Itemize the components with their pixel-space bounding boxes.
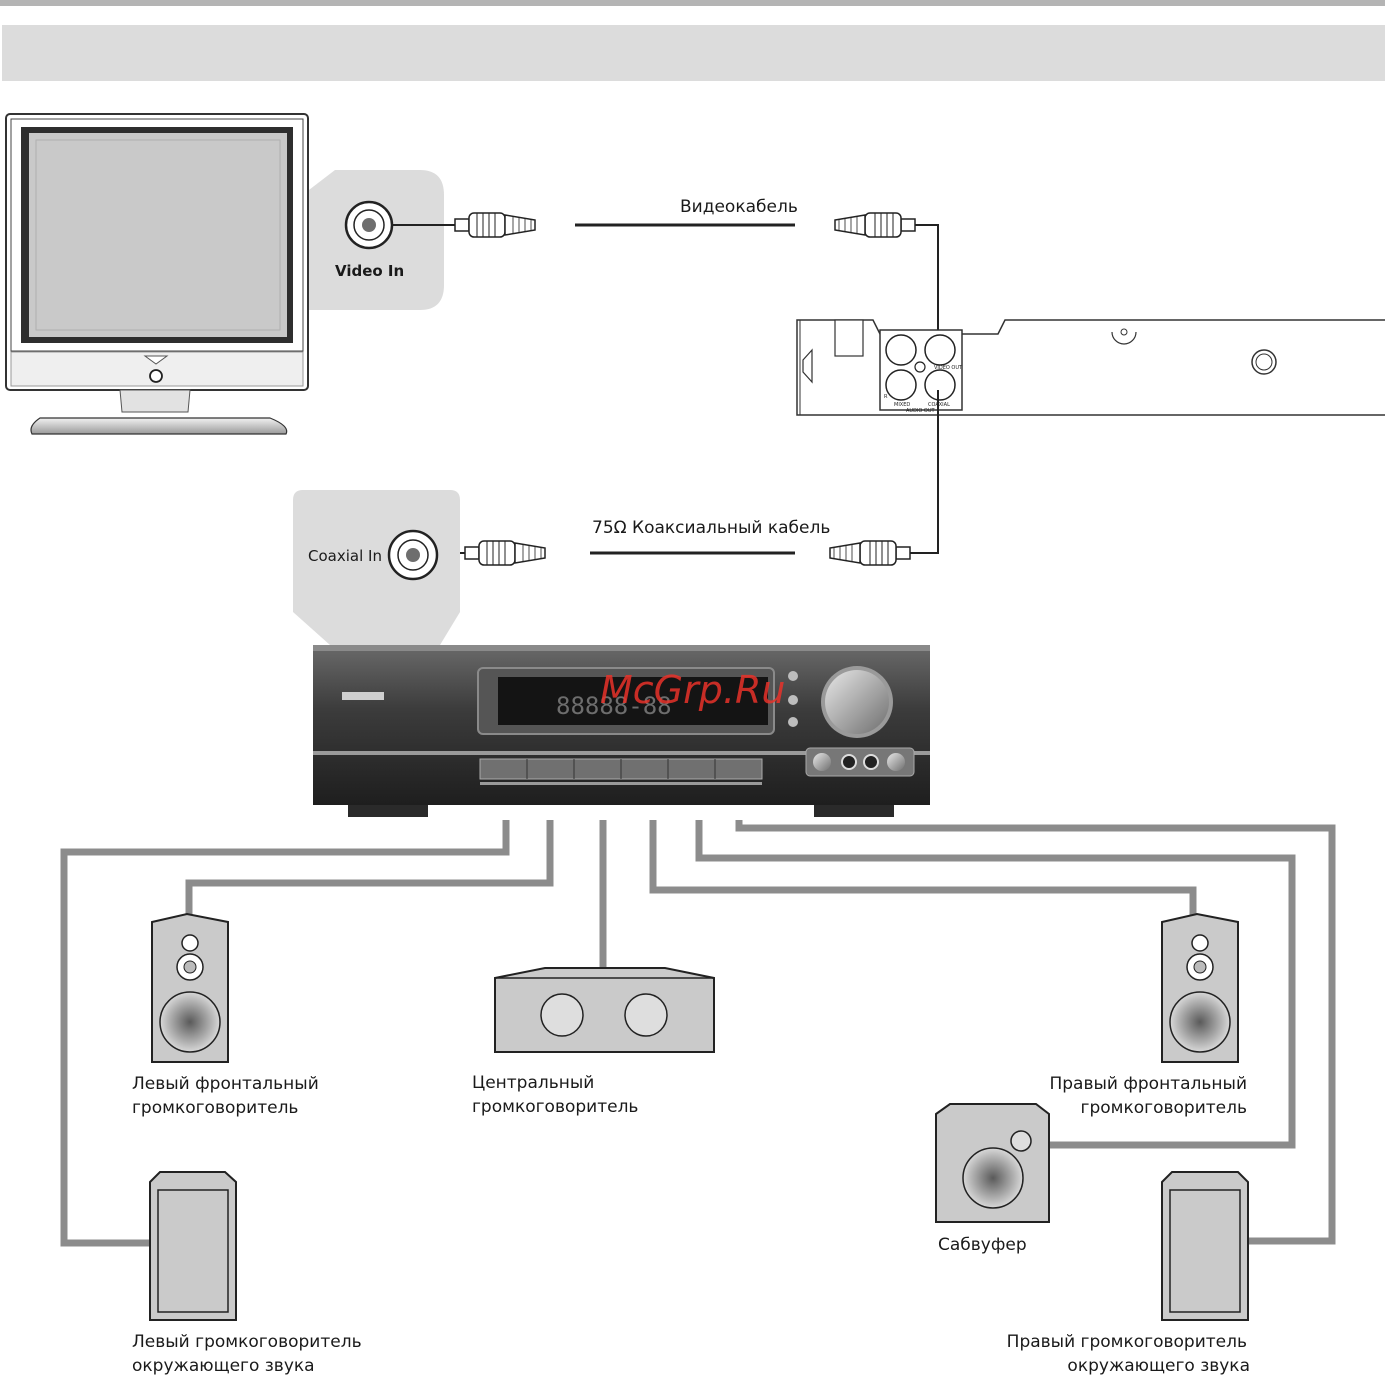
video-in-label: Video In — [335, 262, 404, 280]
surround-left-label-2: окружающего звука — [132, 1356, 315, 1376]
dvd-r-label: R — [884, 394, 888, 400]
surround-right-label-1: Правый громкоговоритель — [1007, 1332, 1247, 1352]
dvd-player — [796, 319, 1385, 416]
header-band — [2, 25, 1385, 81]
video-cable — [392, 212, 939, 360]
dvd-coaxial-label: COAXIAL — [928, 402, 950, 408]
dvd-mixed-label: MIXED — [894, 402, 910, 408]
av-receiver: 88888-88 — [293, 490, 930, 817]
speaker-wires — [60, 820, 1336, 1247]
coaxial-in-label: Coaxial In — [308, 547, 382, 565]
surround-left-label-1: Левый громкоговоритель — [132, 1332, 362, 1352]
subwoofer — [935, 1103, 1050, 1223]
svg-text:88888-88: 88888-88 — [556, 692, 672, 720]
front-left-label-1: Левый фронтальный — [132, 1074, 319, 1094]
dvd-audio-out-label: AUDIO OUT — [906, 408, 936, 414]
center-label-1: Центральный — [472, 1073, 594, 1093]
center-speaker — [494, 967, 715, 1053]
front-right-speaker — [1161, 912, 1239, 1063]
front-right-label-1: Правый фронтальный — [1049, 1074, 1247, 1094]
center-label-2: громкоговоритель — [472, 1097, 638, 1117]
header-rule — [0, 0, 1385, 6]
coaxial-cable-label: 75Ω Коаксиальный кабель — [592, 518, 830, 538]
tv-set — [5, 113, 444, 435]
coaxial-cable — [438, 390, 939, 566]
video-cable-label: Видеокабель — [680, 197, 798, 217]
surround-right-label-2: окружающего звука — [1067, 1356, 1250, 1376]
front-right-label-2: громкоговоритель — [1081, 1098, 1247, 1118]
watermark: McGrp.Ru — [600, 668, 785, 712]
subwoofer-label: Сабвуфер — [938, 1235, 1027, 1255]
front-left-label-2: громкоговоритель — [132, 1098, 298, 1118]
front-left-speaker — [151, 912, 229, 1063]
dvd-video-out-label: VIDEO OUT — [934, 365, 963, 371]
surround-left-speaker — [149, 1171, 237, 1321]
surround-right-speaker — [1161, 1171, 1249, 1321]
